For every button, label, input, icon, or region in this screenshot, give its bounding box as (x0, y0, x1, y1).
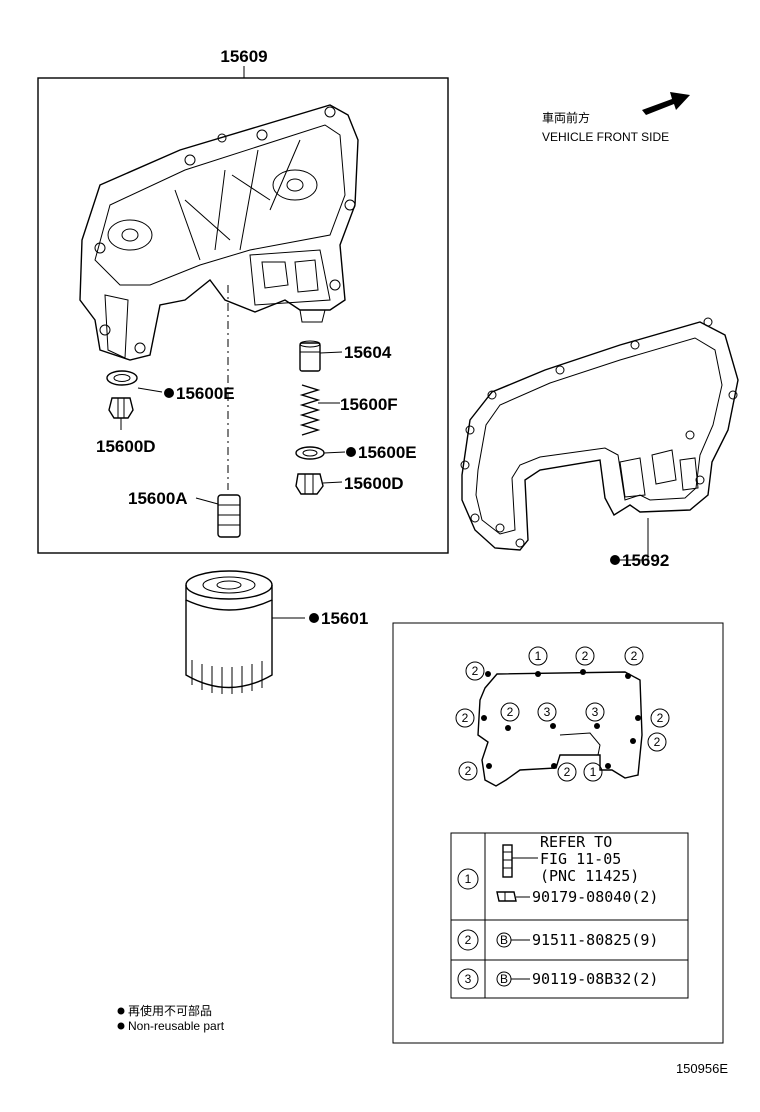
svg-text:2: 2 (472, 664, 479, 678)
orientation-en: VEHICLE FRONT SIDE (542, 130, 669, 144)
gasket-15600E-left-illustration (106, 370, 138, 386)
relief-valve-15600A-illustration (217, 494, 241, 538)
table-row-2-num-circle (457, 929, 479, 951)
spring-15600F-illustration (299, 384, 321, 436)
bolt-marker: 2 (557, 762, 577, 782)
non-reusable-dot-15600E-right (346, 447, 356, 457)
svg-text:2: 2 (582, 649, 589, 663)
assembly-frame (37, 77, 449, 554)
bolt-marker: 1 (528, 646, 548, 666)
table-row-2-line-1: 91511-80825(9) (532, 931, 658, 949)
fastener-table: 1 REFER TO FIG 11-05 (PNC 11425) 90179-0… (450, 832, 689, 999)
stud-bolt-icon (502, 844, 538, 878)
leader-15600A (195, 497, 219, 505)
part-label-15600E-right[interactable]: 15600E (358, 443, 417, 462)
bolt-map-markers: 1 2 2 2 2 2 3 3 2 2 2 2 1 (455, 646, 670, 782)
part-label-15600A[interactable]: 15600A (128, 489, 188, 508)
gasket-15600E-right-illustration (295, 446, 325, 460)
svg-text:2: 2 (462, 711, 469, 725)
bolt-marker: 1 (583, 762, 603, 782)
part-label-15600D-right[interactable]: 15600D (344, 474, 404, 493)
piston-15604-illustration (299, 340, 321, 372)
svg-text:2: 2 (507, 705, 514, 719)
bolt-marker: 2 (650, 708, 670, 728)
legend-dot-jp (117, 1007, 125, 1015)
part-label-15604[interactable]: 15604 (344, 343, 392, 362)
bolt-map-dots (481, 669, 641, 769)
bolt-map-outline (477, 671, 643, 787)
part-label-15600F[interactable]: 15600F (340, 395, 398, 414)
bolt-marker: 2 (647, 732, 667, 752)
part-label-15692[interactable]: 15692 (622, 551, 669, 570)
part-label-15600D-left[interactable]: 15600D (96, 437, 156, 456)
svg-text:3: 3 (544, 705, 551, 719)
table-row-1-num-circle (457, 868, 479, 890)
svg-text:1: 1 (590, 765, 597, 779)
bolt-marker: 3 (585, 702, 605, 722)
plug-15600D-left-illustration (108, 397, 134, 430)
table-row-1-line-4: 90179-08040(2) (532, 888, 658, 906)
gasket-15692-illustration (460, 317, 739, 551)
bolt-marker: 2 (575, 646, 595, 666)
part-label-15601[interactable]: 15601 (321, 609, 368, 628)
oil-filter-15601-illustration (185, 570, 273, 694)
bolt-marker: 2 (465, 661, 485, 681)
leader-15600D-right (322, 481, 343, 484)
svg-text:B: B (500, 972, 508, 986)
bolt-marker: 2 (455, 708, 475, 728)
leader-15600E-right (323, 451, 346, 454)
svg-text:B: B (500, 933, 508, 947)
non-reusable-dot-15692 (610, 555, 620, 565)
bolt-b-icon: B (496, 932, 530, 948)
svg-text:2: 2 (564, 765, 571, 779)
non-reusable-dot-15601 (309, 613, 319, 623)
table-row-1-line-3: (PNC 11425) (540, 867, 639, 885)
bolt-marker: 2 (624, 646, 644, 666)
table-row-3-num-circle (457, 968, 479, 990)
legend-dot-en (117, 1022, 125, 1030)
legend-jp: 再使用不可部品 (128, 1003, 212, 1018)
oil-filter-bracket-illustration (79, 104, 359, 361)
table-row-1-line-2: FIG 11-05 (540, 850, 621, 868)
table-row-3-num: 3 (465, 972, 472, 986)
bolt-marker: 2 (500, 702, 520, 722)
plug-15600D-right-illustration (295, 473, 324, 495)
table-row-2-num: 2 (465, 933, 472, 947)
non-reusable-dot-15600E-left (164, 388, 174, 398)
part-label-15600E-left[interactable]: 15600E (176, 384, 235, 403)
svg-text:2: 2 (657, 711, 664, 725)
bolt-b-icon: B (496, 971, 530, 987)
svg-text:2: 2 (631, 649, 638, 663)
leader-15604 (319, 351, 343, 354)
bolt-panel-frame (392, 622, 724, 1044)
leader-15600E-left (137, 387, 163, 393)
table-row-3-line-1: 90119-08B32(2) (532, 970, 658, 988)
assembly-label-15609[interactable]: 15609 (220, 47, 267, 66)
svg-text:2: 2 (465, 764, 472, 778)
svg-text:2: 2 (654, 735, 661, 749)
svg-text:1: 1 (535, 649, 542, 663)
bolt-marker: 2 (458, 761, 478, 781)
table-row-1-line-1: REFER TO (540, 833, 612, 851)
svg-text:3: 3 (592, 705, 599, 719)
table-row-1-num: 1 (465, 872, 472, 886)
nut-icon (496, 891, 530, 902)
front-arrow-icon (642, 92, 690, 115)
illustration-id: 150956E (676, 1061, 728, 1076)
bolt-marker: 3 (537, 702, 557, 722)
orientation-jp: 車両前方 (542, 110, 590, 125)
legend-en: Non-reusable part (128, 1019, 225, 1033)
